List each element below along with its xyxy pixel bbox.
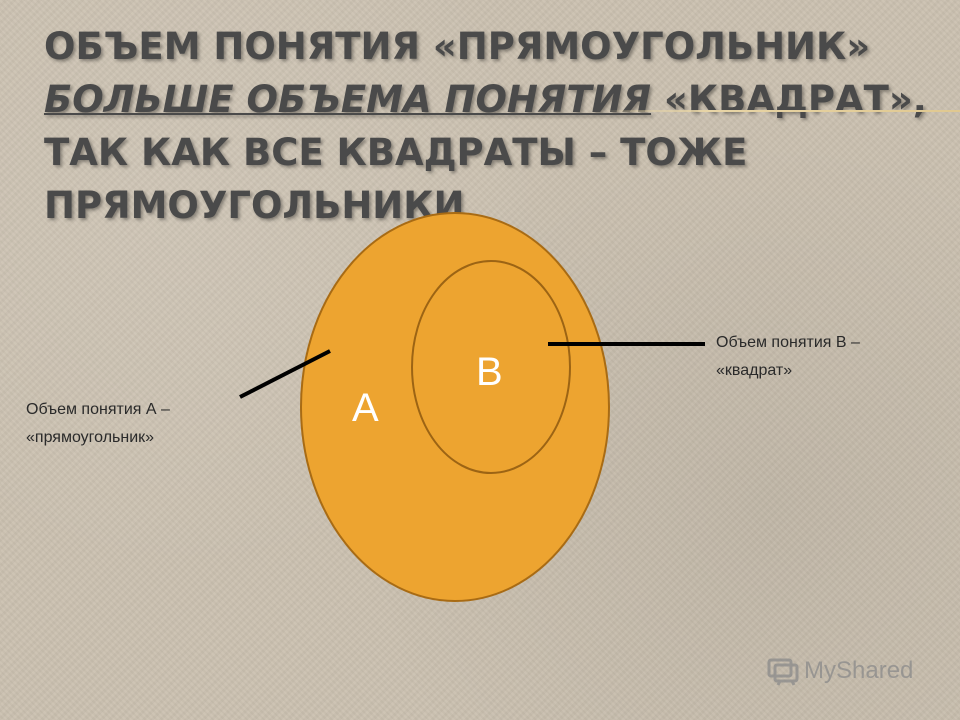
title-part-1: Объем понятия «прямоугольник»: [44, 25, 871, 68]
label-set-a-line2: «прямоугольник»: [26, 429, 155, 446]
set-a-letter: А: [352, 386, 379, 430]
pointer-line-a: [239, 349, 331, 399]
label-set-b: Объем понятия В – «квадрат»: [716, 329, 860, 385]
watermark: MyShared: [766, 656, 913, 686]
set-b-ellipse: [411, 260, 571, 474]
label-set-a: Объем понятия А – «прямоугольник»: [26, 396, 170, 452]
set-a-ellipse: [300, 212, 610, 602]
set-b-letter: В: [476, 350, 503, 394]
title-emphasis: больше объема понятия: [44, 78, 652, 121]
mystared-logo-icon: [767, 658, 799, 686]
label-set-b-line1: Объем понятия В –: [716, 334, 860, 351]
label-set-a-line1: Объем понятия А –: [26, 401, 170, 418]
title-rule: [600, 110, 960, 112]
label-set-b-line2: «квадрат»: [716, 362, 793, 379]
slide-title: Объем понятия «прямоугольник» больше объ…: [44, 20, 944, 232]
watermark-text: MyShared: [804, 657, 914, 684]
title-part-2: «квадрат», так как все квадраты – тоже п…: [44, 78, 927, 227]
